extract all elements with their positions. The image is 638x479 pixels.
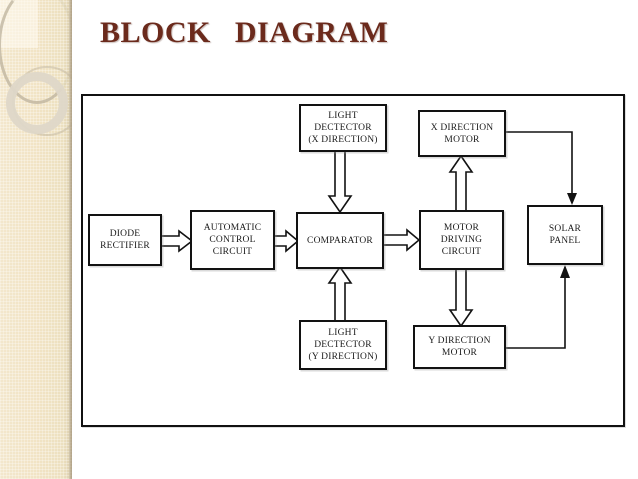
block-label-automatic-control: AUTOMATIC CONTROL CIRCUIT [203, 223, 262, 257]
sidebar-edge-divider [69, 0, 72, 479]
block-label-motor-driving-circuit: MOTOR DRIVING CIRCUIT [440, 223, 483, 257]
connector-x-motor-to-solar-panel [506, 131, 577, 205]
slide-bottom-margin [72, 440, 638, 479]
connector-light-detector-x-to-comparator [327, 150, 353, 214]
connector-light-detector-y-to-comparator [327, 265, 353, 323]
page-title: BLOCK DIAGRAM [100, 16, 389, 49]
block-label-diode-rectifier: DIODE RECTIFIER [100, 229, 150, 251]
connector-motor-driving-to-x-motor [448, 154, 474, 212]
block-label-x-direction-motor: X DIRECTION MOTOR [430, 122, 494, 145]
decorative-sidebar [0, 0, 72, 479]
block-label-light-detector-x: LIGHT DECTECTOR (X DIRECTION) [308, 111, 378, 145]
block-automatic-control-circuit[interactable]: AUTOMATIC CONTROL CIRCUIT [190, 210, 275, 270]
block-label-comparator: COMPARATOR [307, 235, 373, 246]
block-comparator[interactable]: COMPARATOR [296, 212, 384, 269]
block-diode-rectifier[interactable]: DIODE RECTIFIER [88, 214, 162, 266]
decorative-thick-ring-icon [6, 72, 68, 134]
connector-automatic-control-to-comparator [273, 229, 300, 253]
connector-y-motor-to-solar-panel [506, 265, 570, 349]
block-x-direction-motor[interactable]: X DIRECTION MOTOR [418, 110, 506, 157]
block-y-direction-motor[interactable]: Y DIRECTION MOTOR [413, 325, 506, 369]
connector-motor-driving-to-y-motor [448, 267, 474, 328]
block-label-y-direction-motor: Y DIRECTION MOTOR [428, 336, 491, 358]
block-light-detector-y[interactable]: LIGHT DECTECTOR (Y DIRECTION) [299, 320, 387, 370]
block-motor-driving-circuit[interactable]: MOTOR DRIVING CIRCUIT [419, 210, 504, 270]
connector-diode-to-automatic-control [159, 229, 194, 253]
block-light-detector-x[interactable]: LIGHT DECTECTOR (X DIRECTION) [299, 104, 387, 152]
block-label-solar-panel: SOLAR PANEL [548, 224, 582, 246]
block-solar-panel[interactable]: SOLAR PANEL [527, 205, 603, 265]
block-label-light-detector-y: LIGHT DECTECTOR (Y DIRECTION) [308, 328, 378, 362]
connector-comparator-to-motor-driving [382, 228, 421, 252]
